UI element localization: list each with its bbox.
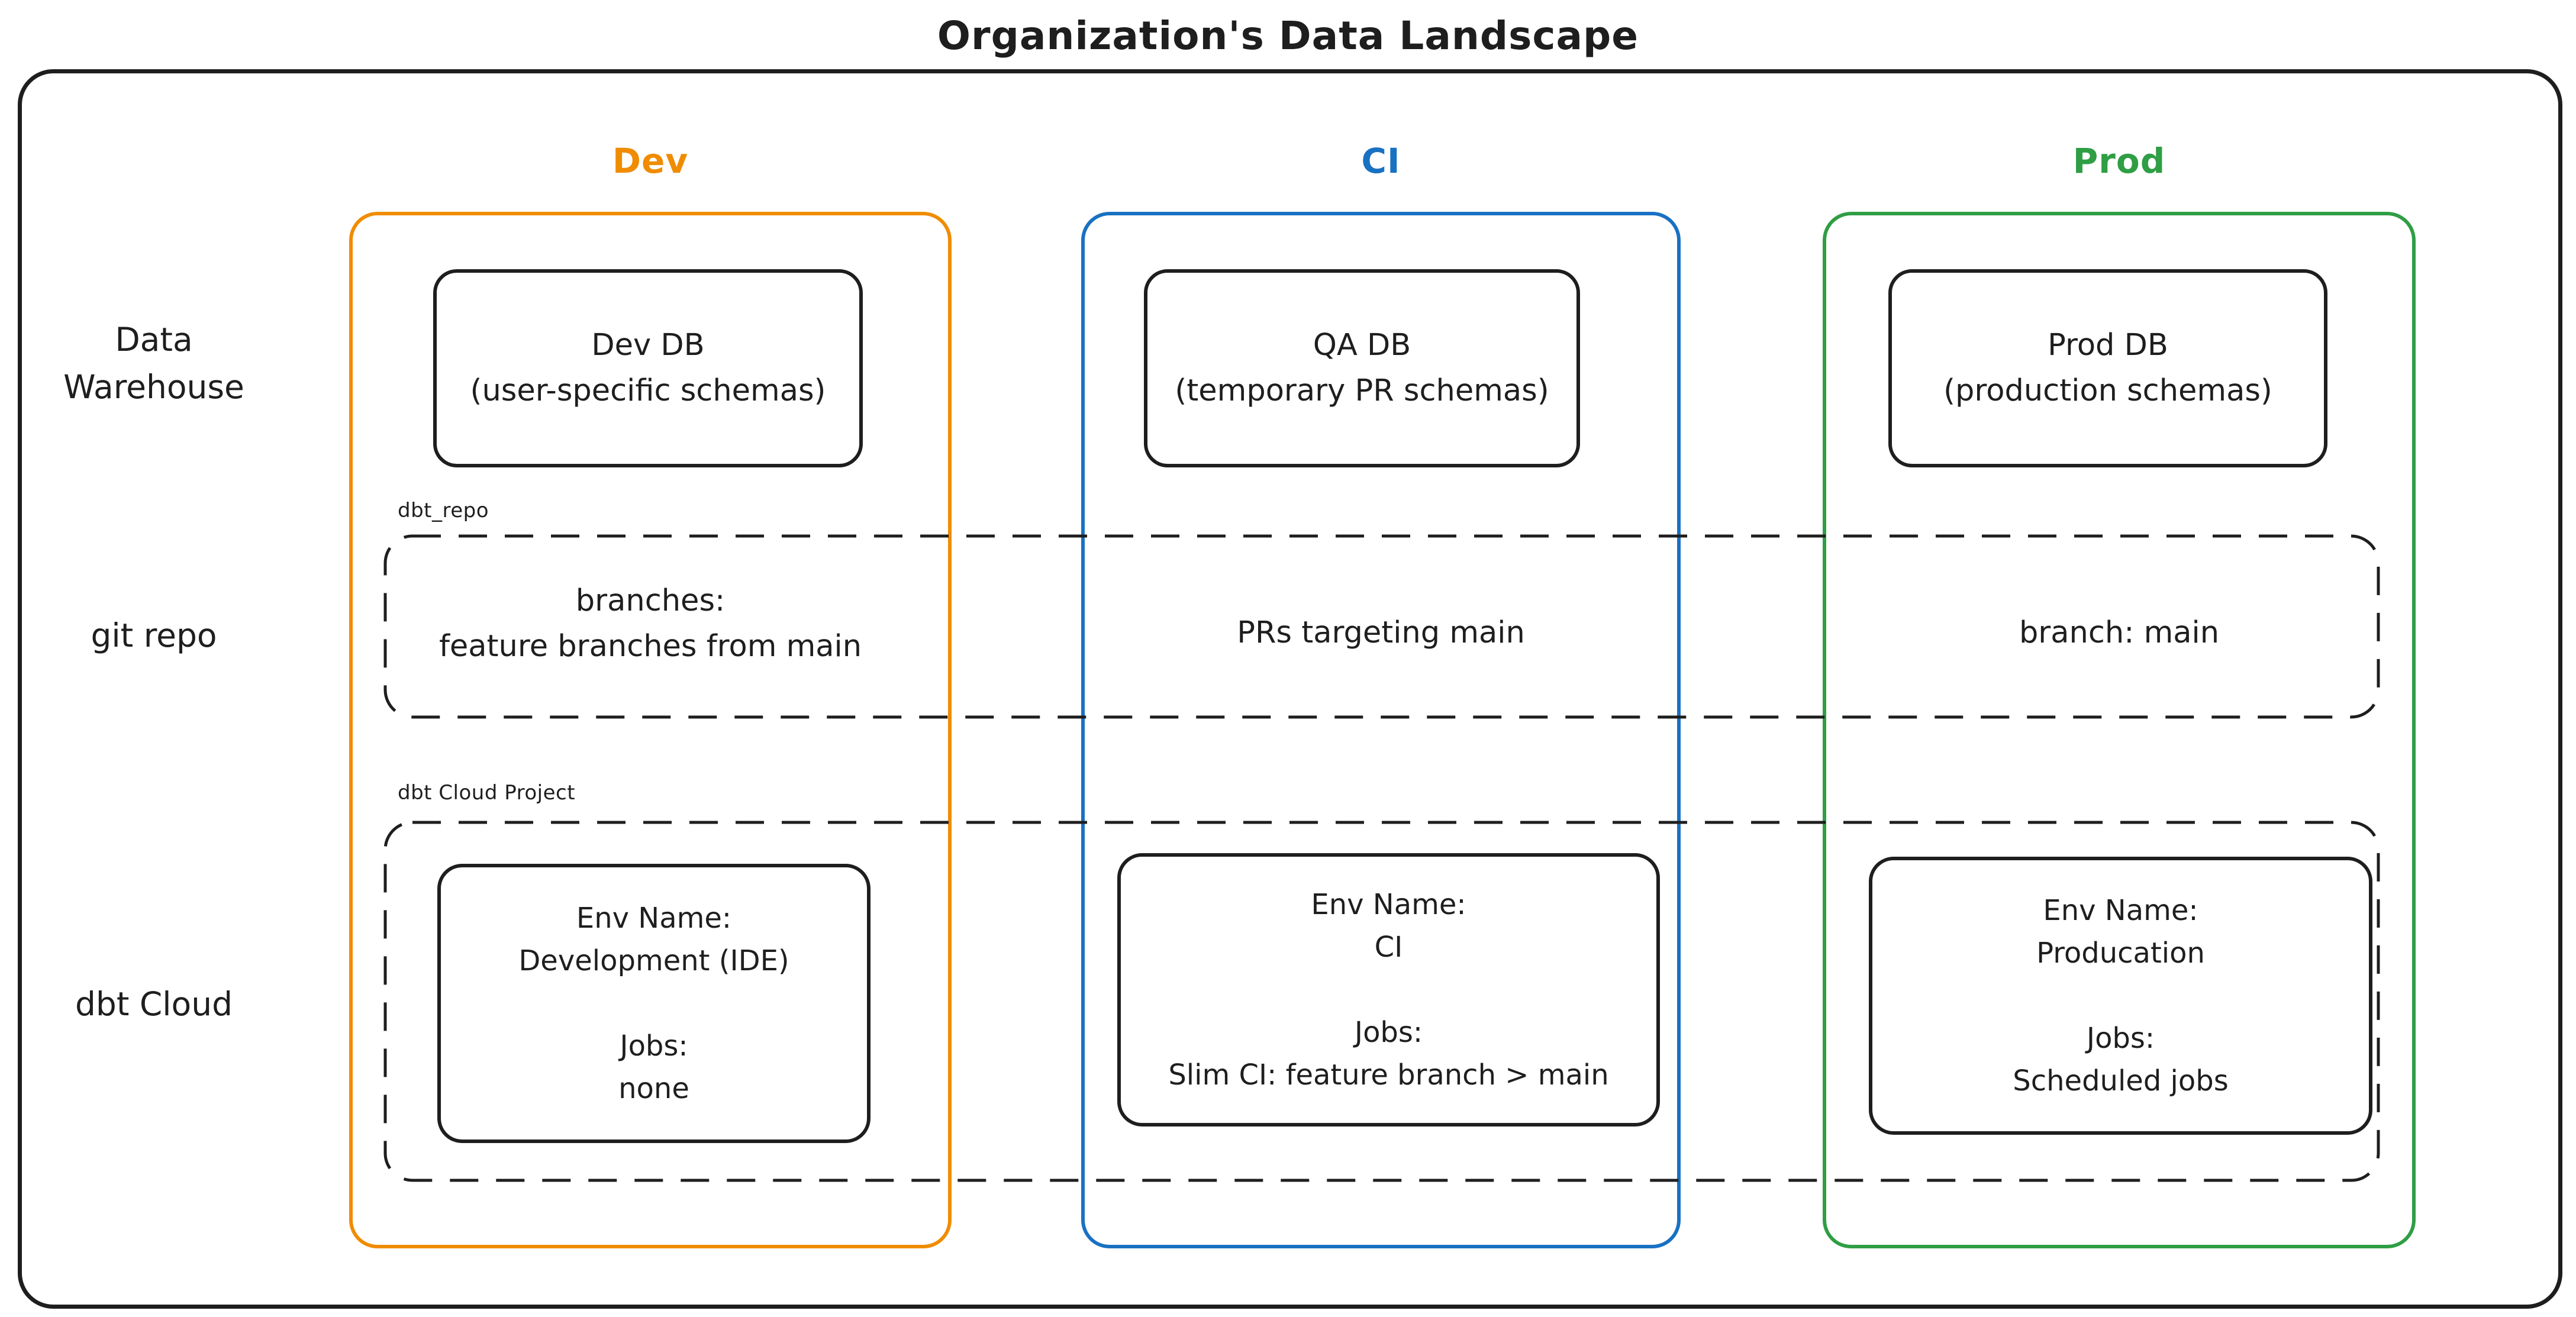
organization-boundary-frame (18, 69, 2562, 1309)
qa-db-box: QA DB (temporary PR schemas) (1144, 269, 1580, 467)
dev-db-box: Dev DB (user-specific schemas) (433, 269, 863, 467)
row-label-dbt-cloud: dbt Cloud (75, 985, 233, 1023)
prod-db-box: Prod DB (production schemas) (1888, 269, 2327, 467)
row-label-git-repo: git repo (91, 616, 217, 654)
dbt-cloud-project-dashed-frame (383, 821, 2380, 1182)
git-repo-dashed-frame (383, 534, 2380, 719)
prod-environment-box: Env Name: Producation Jobs: Scheduled jo… (1869, 857, 2372, 1135)
dbt-cloud-project-group-label: dbt Cloud Project (398, 781, 576, 805)
dbt-repo-group-label: dbt_repo (398, 499, 489, 522)
ci-environment-box: Env Name: CI Jobs: Slim CI: feature bran… (1117, 853, 1660, 1126)
dev-column-frame (349, 212, 952, 1248)
dev-git-cell: branches: feature branches from main (439, 583, 862, 664)
ci-column-frame (1081, 212, 1681, 1248)
prod-column-frame (1823, 212, 2416, 1248)
ci-column-header: CI (1361, 141, 1401, 181)
diagram-title: Organization's Data Landscape (937, 13, 1639, 59)
row-label-data-warehouse: Data Warehouse (63, 321, 244, 406)
prod-git-cell: branch: main (2019, 615, 2220, 650)
dev-column-header: Dev (612, 141, 689, 181)
ci-git-cell: PRs targeting main (1237, 615, 1525, 650)
dev-environment-box: Env Name: Development (IDE) Jobs: none (437, 864, 871, 1143)
prod-column-header: Prod (2072, 141, 2166, 181)
